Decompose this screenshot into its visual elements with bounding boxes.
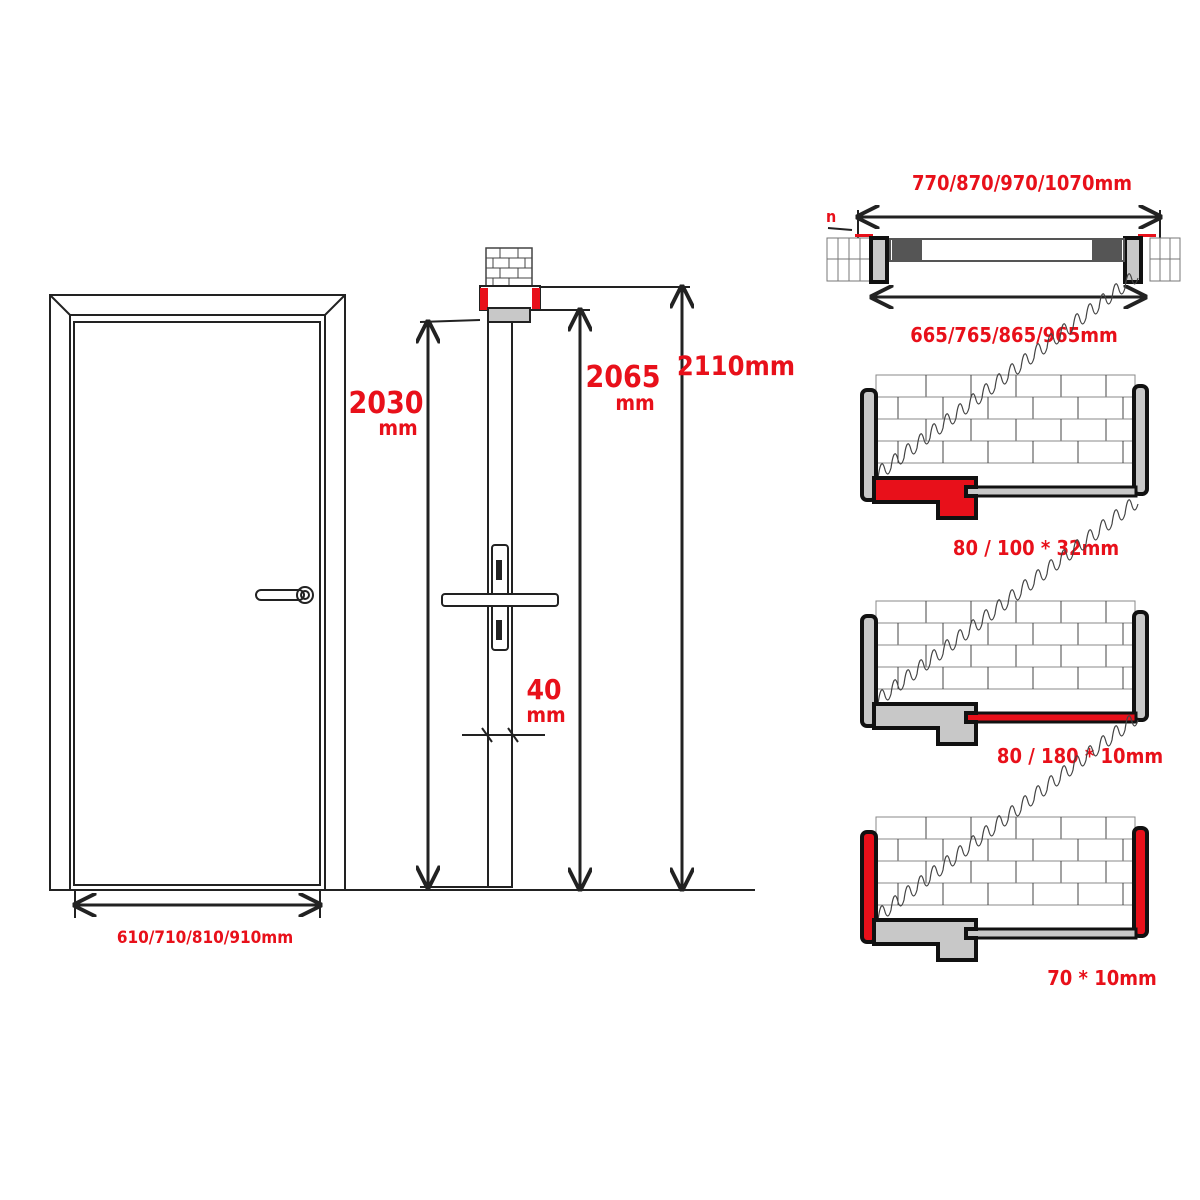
wall-cross-section: 70 * 10mm: [860, 715, 1157, 990]
outer-width-label: 770/870/970/1070mm: [912, 171, 1132, 195]
door-frame-profile: [872, 918, 978, 962]
top-cross-section: 770/870/970/1070mm n 665/765/865/965mm: [826, 171, 1181, 347]
total-height-label: 2110mm: [677, 351, 795, 382]
thickness-value: 40: [526, 673, 561, 706]
thickness-unit: mm: [526, 703, 565, 727]
door-width-label: 610/710/810/910mm: [117, 928, 293, 948]
casing-left: [860, 614, 878, 728]
wall-cross-section: 80 / 180 * 10mm: [860, 499, 1163, 768]
section-label: 80 / 100 * 32mm: [953, 536, 1119, 560]
n-label: n: [826, 207, 836, 226]
casing-right: [1132, 826, 1149, 938]
door-frame-profile: [872, 476, 978, 520]
door-side-view: 2030 mm 2065 mm 2110mm 40 mm: [348, 247, 795, 889]
inner-width-label: 665/765/865/965mm: [910, 323, 1117, 347]
casing-right: [1132, 610, 1149, 722]
brick-wall-icon: [875, 600, 1136, 690]
insulation-foam: [877, 273, 1139, 479]
insulation-foam: [877, 715, 1139, 921]
wall-cross-section: 80 / 100 * 32mm: [860, 273, 1149, 560]
brick-wall-icon: [875, 816, 1136, 906]
door-frame-profile: [872, 702, 978, 746]
insulation-foam: [877, 499, 1139, 705]
section-label: 70 * 10mm: [1047, 966, 1157, 990]
brick-right-icon: [1149, 237, 1181, 282]
frame-height-unit: mm: [615, 391, 654, 415]
brick-wall-icon: [875, 374, 1136, 464]
door-handle-icon: [255, 586, 314, 604]
brick-left-icon: [826, 237, 873, 282]
door-front-view: 610/710/810/910mm: [49, 294, 346, 948]
lever-handle-side-icon: [441, 544, 559, 651]
casing-right: [1132, 384, 1149, 496]
casing-left: [860, 830, 878, 944]
extension-strip: [964, 711, 1138, 724]
extension-strip: [964, 485, 1138, 498]
frame-height-value: 2065: [585, 360, 660, 395]
casing-left: [860, 388, 878, 502]
section-label: 80 / 180 * 10mm: [997, 744, 1163, 768]
door-height-unit: mm: [378, 416, 417, 440]
extension-strip: [964, 927, 1138, 940]
brick-wall-icon: [485, 247, 533, 289]
door-height-value: 2030: [348, 386, 423, 421]
